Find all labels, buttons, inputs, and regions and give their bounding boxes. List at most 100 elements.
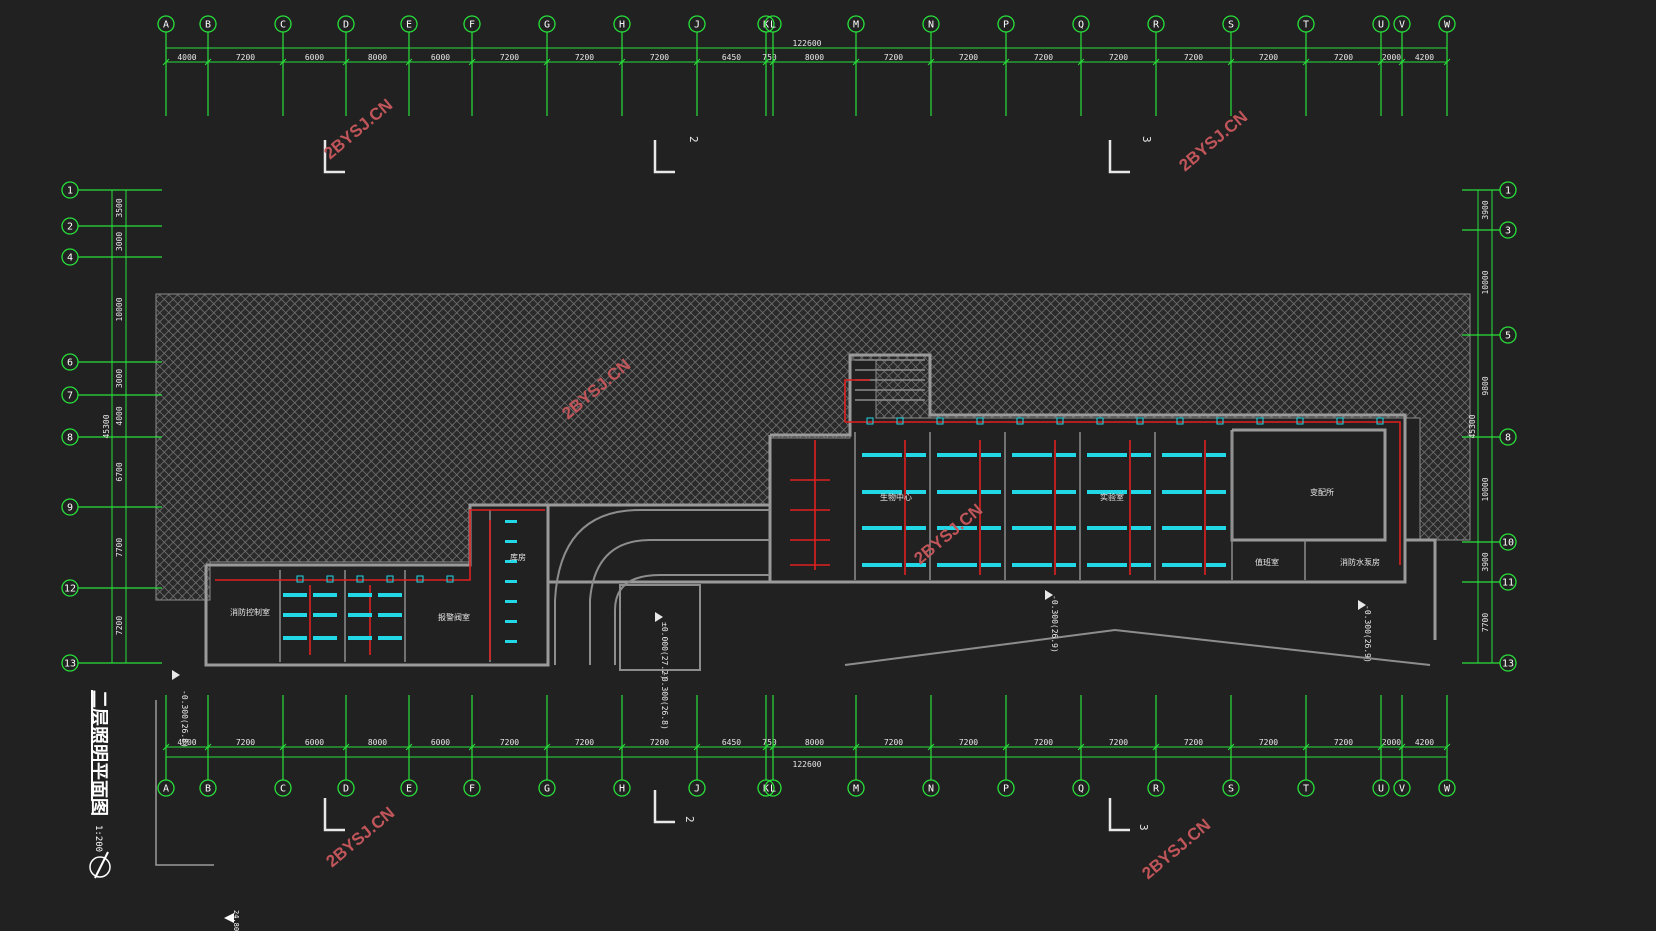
dimension-label: 750 (762, 738, 777, 747)
light-fixture (1376, 417, 1384, 425)
grid-bubble (337, 15, 355, 33)
light-fixture (862, 563, 902, 567)
elevation-label: -0.300(26.8) (660, 672, 669, 730)
elevation-marks: -0.300(26.8) ±0.000(27.2) -0.300(26.8) -… (172, 590, 1372, 748)
light-fixture (976, 417, 984, 425)
section-label: 3 (1137, 824, 1150, 831)
grid-bubble-label: 5 (1505, 331, 1511, 342)
light-fixture (1056, 490, 1076, 494)
dimension-tick (1227, 58, 1235, 66)
grid-bubble (61, 353, 79, 371)
dimension-tick (762, 58, 770, 66)
grid-bubble-label: N (928, 20, 934, 31)
grid-bubble (157, 15, 175, 33)
grid-bubble-label: J (694, 20, 700, 31)
dimension-tick (1077, 743, 1085, 751)
grid-bubble-label: E (406, 20, 412, 31)
dimension-label: 8000 (805, 53, 824, 62)
dimension-total-label: 122600 (793, 39, 822, 48)
drawing-title: 二层照明平面图 (88, 690, 109, 816)
grid-bubble-label: D (343, 784, 349, 795)
dimension-tick (927, 743, 935, 751)
grid-bubble (157, 779, 175, 797)
light-fixture (1131, 526, 1151, 530)
light-fixture (1056, 417, 1064, 425)
light-fixture (1336, 417, 1344, 425)
dimension-tick (468, 743, 476, 751)
light-fixture (1096, 417, 1104, 425)
grid-bubble (274, 15, 292, 33)
light-fixture (1056, 563, 1076, 567)
light-fixture (906, 563, 926, 567)
light-fixture (378, 636, 402, 640)
grid-right: 1390031000059800810000103900117700134530… (1462, 181, 1517, 672)
grid-bubble-label: 7 (67, 391, 73, 402)
grid-bottom: A4000B7200C6000D8000E6000F7200G7200H7200… (157, 695, 1456, 797)
dimension-tick (762, 743, 770, 751)
dimension-label: 7700 (115, 538, 124, 557)
grid-bubble (688, 779, 706, 797)
dimension-tick (1398, 58, 1406, 66)
dimension-label: 4000 (115, 406, 124, 425)
grid-bubble (1147, 779, 1165, 797)
dimension-tick (1077, 58, 1085, 66)
light-fixture (378, 593, 402, 597)
dimension-label: 6000 (305, 53, 324, 62)
dimension-label: 8000 (368, 738, 387, 747)
room-label: 实验室 (1100, 492, 1124, 502)
dimension-tick (618, 743, 626, 751)
grid-bubble-label: B (205, 784, 211, 795)
dimension-label: 6000 (431, 738, 450, 747)
grid-bubble-label: B (205, 20, 211, 31)
section-label: 3 (1140, 136, 1153, 143)
grid-bubble (1072, 15, 1090, 33)
room-label: 值班室 (1255, 557, 1279, 567)
ramp (554, 509, 1431, 671)
grid-bubble-label: K (763, 784, 769, 795)
light-fixture (1216, 417, 1224, 425)
grid-bubble-label: A (163, 20, 169, 31)
grid-bubble-label: L (770, 784, 776, 795)
light-fixture (313, 593, 337, 597)
light-fixture (1087, 563, 1127, 567)
grid-bubble-label: U (1378, 20, 1384, 31)
elevation-label: ±0.000(27.2) (660, 622, 669, 680)
light-fixture (862, 490, 902, 494)
grid-bubble (997, 779, 1015, 797)
light-fixture (348, 613, 372, 617)
light-fixture (862, 453, 902, 457)
grid-bubble (1297, 779, 1315, 797)
light-fixture (446, 575, 454, 583)
dimension-label: 4000 (177, 738, 196, 747)
dimension-tick (769, 58, 777, 66)
grid-bubble-label: 8 (1505, 433, 1511, 444)
dimension-label: 7200 (500, 738, 519, 747)
dimension-label: 7200 (1109, 53, 1128, 62)
dimension-tick (279, 743, 287, 751)
grid-bubble-label: P (1003, 20, 1009, 31)
dimension-label: 7200 (575, 53, 594, 62)
light-fixture (937, 563, 977, 567)
dimension-label: 6450 (722, 738, 741, 747)
light-fixture (1087, 453, 1127, 457)
grid-bubble-label: 10 (1502, 538, 1514, 549)
corner-label: 24.80 (232, 910, 240, 931)
grid-bubble-label: 12 (64, 584, 76, 595)
dimension-label: 4000 (177, 53, 196, 62)
grid-bubble (274, 779, 292, 797)
section-markers (323, 140, 1130, 832)
light-fixture (1206, 490, 1226, 494)
dimension-tick (468, 58, 476, 66)
light-fixture (981, 563, 1001, 567)
light-fixture (981, 453, 1001, 457)
light-fixture (1016, 417, 1024, 425)
grid-bubble (400, 779, 418, 797)
dimension-label: 2000 (1382, 738, 1401, 747)
light-fixture (313, 636, 337, 640)
grid-bubble (1499, 181, 1517, 199)
grid-bubble (61, 386, 79, 404)
dimension-tick (543, 743, 551, 751)
dimension-tick (342, 743, 350, 751)
light-fixture (1087, 490, 1127, 494)
grid-bubble-label: R (1153, 20, 1160, 31)
